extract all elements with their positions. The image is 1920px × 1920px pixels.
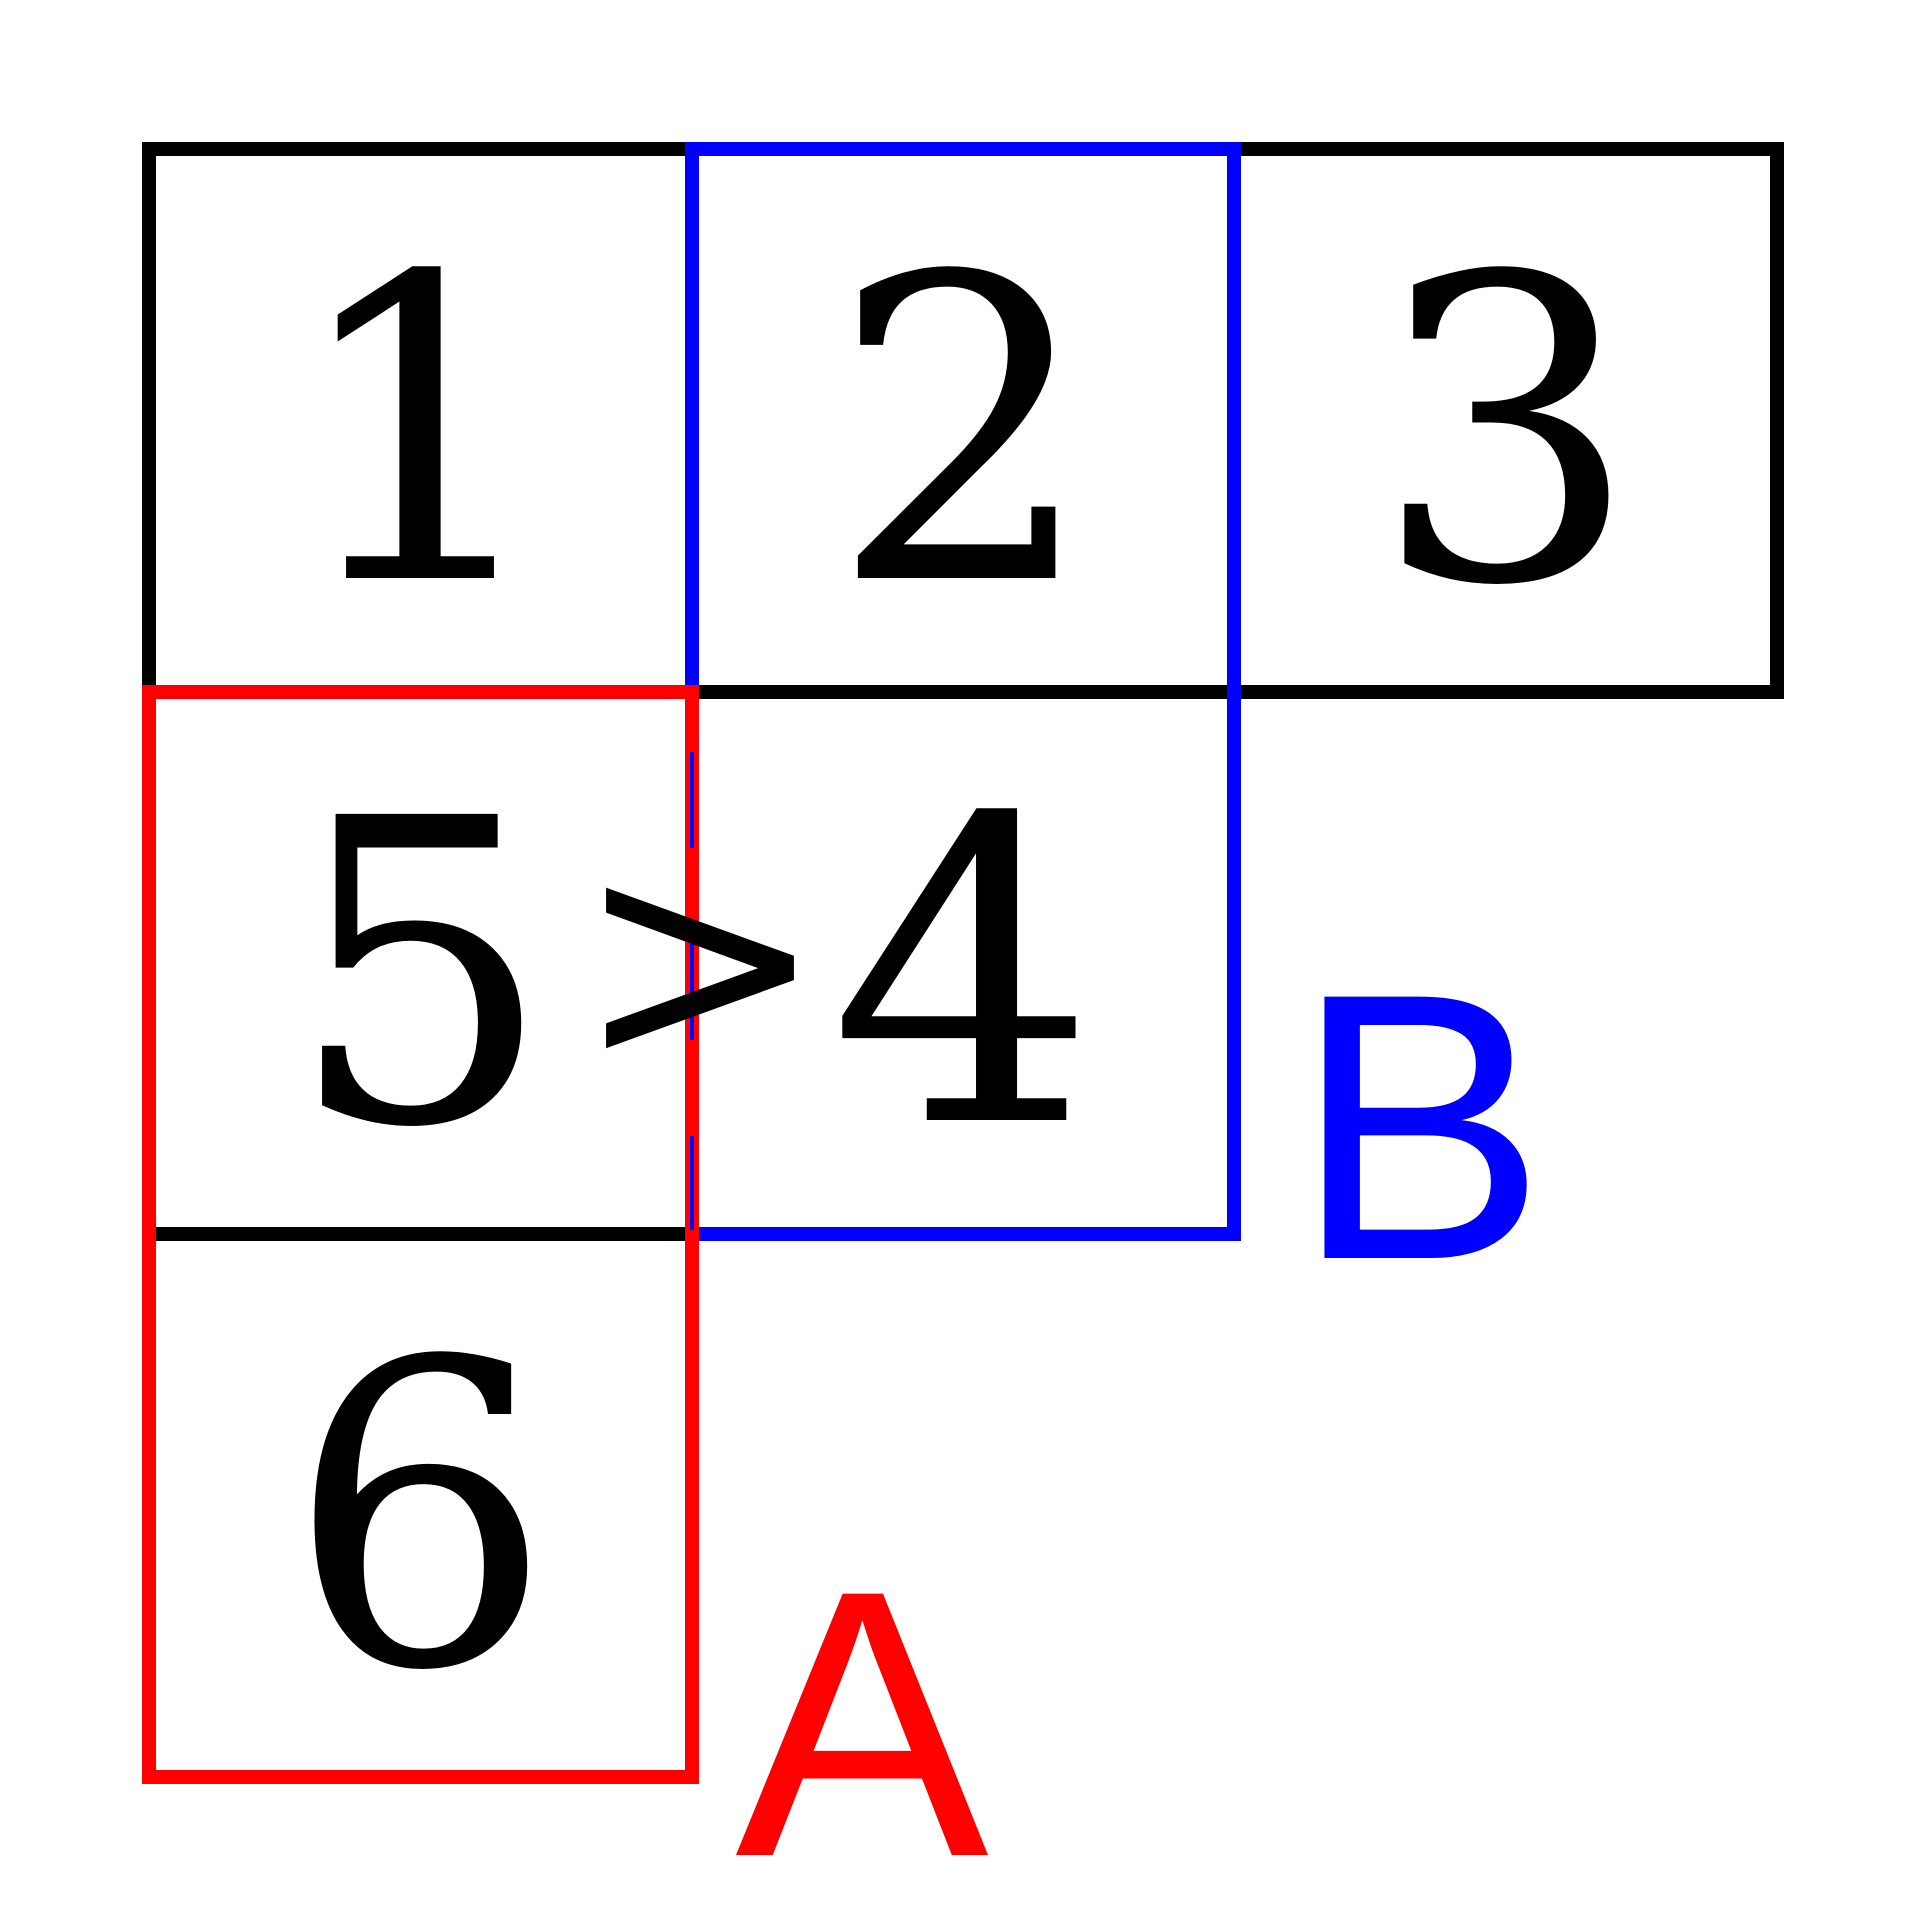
cell-3-label: 3 xyxy=(1372,189,1639,678)
region-b-label: B xyxy=(1293,914,1546,1339)
cell-2-label: 2 xyxy=(829,189,1096,678)
greater-than-symbol: > xyxy=(574,784,825,1133)
region-a-label: A xyxy=(735,1511,990,1920)
cell-1-label: 1 xyxy=(286,189,553,678)
cell-6-label: 6 xyxy=(286,1274,553,1763)
region-a-box xyxy=(142,685,699,1784)
cell-5-label: 5 xyxy=(286,731,553,1220)
cell-4-label: 4 xyxy=(829,731,1096,1220)
